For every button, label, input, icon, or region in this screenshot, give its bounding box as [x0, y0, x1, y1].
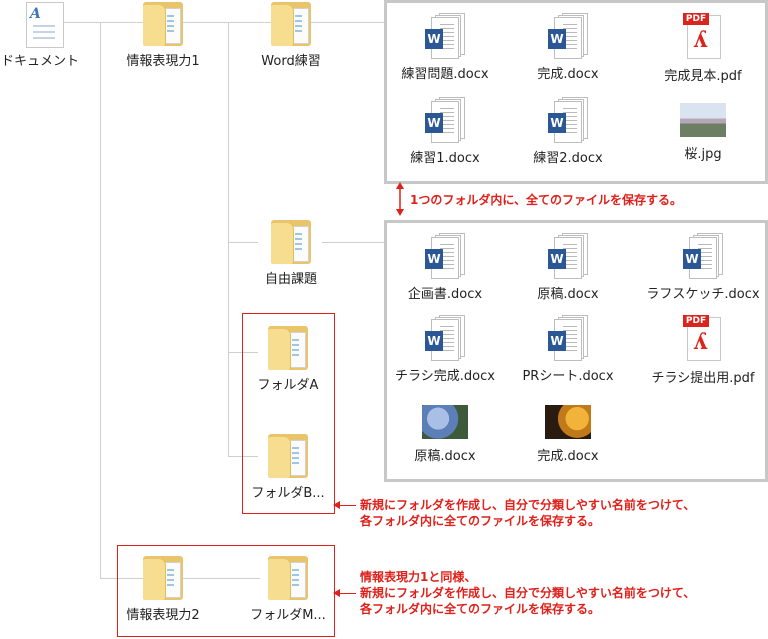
- folder-icon: [143, 556, 183, 600]
- folder-m[interactable]: フォルダM...: [228, 556, 348, 623]
- file-item[interactable]: 原稿.docx: [382, 399, 508, 464]
- documents-label: ドキュメント: [0, 54, 79, 69]
- word-practice-folder[interactable]: Word練習: [231, 2, 351, 69]
- word-file-icon: W: [548, 315, 588, 361]
- file-name: PRシート.docx: [522, 369, 614, 384]
- note-new-folders-line1: 新規にフォルダを作成し、自分で分類しやすい名前をつけて、: [360, 498, 696, 512]
- word-file-icon: W: [425, 13, 465, 59]
- file-name: 完成.docx: [537, 67, 599, 82]
- file-name: 完成見本.pdf: [664, 69, 742, 84]
- folder-icon: [268, 556, 308, 600]
- documents-icon: A: [20, 2, 64, 48]
- file-name: チラシ提出用.pdf: [651, 371, 755, 386]
- word-file-icon: W: [548, 97, 588, 143]
- file-item[interactable]: W チラシ完成.docx: [382, 315, 508, 384]
- connector-subfolders-trunk: [228, 22, 229, 456]
- course2-folder[interactable]: 情報表現力2: [103, 556, 223, 623]
- file-name: チラシ完成.docx: [395, 369, 495, 384]
- file-name: 桜.jpg: [684, 147, 722, 162]
- connector-folder-a: [228, 352, 258, 353]
- arrow-left-icon: [333, 501, 356, 509]
- word-file-icon: W: [548, 13, 588, 59]
- file-name: ラフスケッチ.docx: [646, 287, 760, 302]
- note-course2-line1: 情報表現力1と同様、: [360, 570, 477, 584]
- cat-photo-thumbnail: [545, 405, 591, 439]
- connector-docs-course1: [60, 22, 380, 23]
- folder-b[interactable]: フォルダB...: [228, 434, 348, 501]
- course2-label: 情報表現力2: [126, 608, 200, 623]
- file-item[interactable]: W PRシート.docx: [505, 315, 631, 384]
- file-item[interactable]: 完成.docx: [505, 399, 631, 464]
- folder-icon: [143, 2, 183, 46]
- file-item[interactable]: W 練習1.docx: [382, 97, 508, 166]
- note-single-folder: 1つのフォルダ内に、全てのファイルを保存する。: [410, 193, 682, 207]
- connector-free-box: [322, 242, 384, 243]
- free-topic-folder[interactable]: 自由課題: [231, 220, 351, 287]
- word-practice-label: Word練習: [261, 54, 321, 69]
- file-item[interactable]: W ラフスケッチ.docx: [640, 233, 766, 302]
- new-folders-highlight: [242, 313, 335, 514]
- arrow-left-icon: [333, 589, 356, 597]
- free-topic-contents: W 企画書.docx W 原稿.docx W ラフスケッチ.docx W チラシ…: [384, 220, 768, 482]
- folder-m-label: フォルダM...: [250, 608, 326, 623]
- folder-b-label: フォルダB...: [251, 486, 325, 501]
- word-file-icon: W: [548, 233, 588, 279]
- file-name: 企画書.docx: [407, 287, 483, 302]
- connector-folder-b: [228, 456, 258, 457]
- note-course2-line3: 各フォルダ内に全てのファイルを保存する。: [360, 602, 601, 616]
- connector-course1-trunk: [100, 22, 101, 578]
- folder-icon: [268, 326, 308, 370]
- documents-node[interactable]: A ドキュメント: [0, 2, 100, 69]
- folder-icon: [268, 434, 308, 478]
- course1-label: 情報表現力1: [126, 54, 200, 69]
- folder-icon: [271, 220, 311, 264]
- word-file-icon: W: [425, 315, 465, 361]
- file-item[interactable]: 桜.jpg: [640, 97, 766, 162]
- folder-icon: [271, 2, 311, 46]
- note-new-folders-line2: 各フォルダ内に全てのファイルを保存する。: [360, 514, 601, 528]
- word-file-icon: W: [425, 97, 465, 143]
- connector-word-box: [330, 22, 384, 23]
- file-item[interactable]: W 練習2.docx: [505, 97, 631, 166]
- file-item[interactable]: W 練習問題.docx: [382, 13, 508, 82]
- cherry-blossom-thumbnail: [680, 103, 726, 137]
- file-name: 原稿.docx: [414, 449, 476, 464]
- word-file-icon: W: [425, 233, 465, 279]
- folder-a-label: フォルダA: [257, 378, 319, 393]
- file-item[interactable]: W 原稿.docx: [505, 233, 631, 302]
- double-arrow-icon: [396, 182, 404, 216]
- file-name: 練習2.docx: [533, 151, 603, 166]
- file-name: 完成.docx: [537, 449, 599, 464]
- file-name: 練習1.docx: [410, 151, 480, 166]
- free-topic-label: 自由課題: [264, 272, 317, 287]
- connector-free: [228, 242, 258, 243]
- file-item[interactable]: W 企画書.docx: [382, 233, 508, 302]
- note-course2-line2: 新規にフォルダを作成し、自分で分類しやすい名前をつけて、: [360, 586, 696, 600]
- folder-a[interactable]: フォルダA: [228, 326, 348, 393]
- hydrangea-thumbnail: [422, 405, 468, 439]
- course1-folder[interactable]: 情報表現力1: [103, 2, 223, 69]
- file-name: 原稿.docx: [537, 287, 599, 302]
- word-file-icon: W: [683, 233, 723, 279]
- file-name: 練習問題.docx: [401, 67, 489, 82]
- file-item[interactable]: W 完成.docx: [505, 13, 631, 82]
